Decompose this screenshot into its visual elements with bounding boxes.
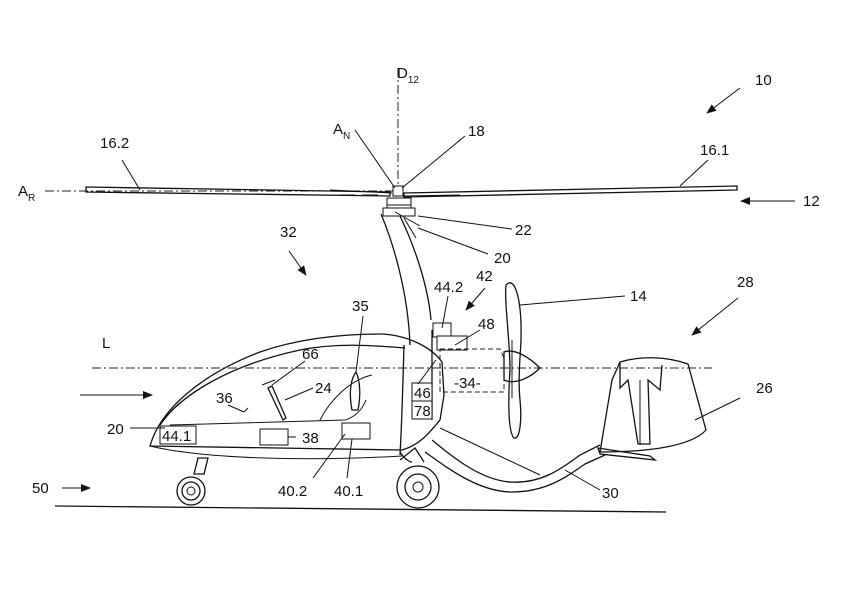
arrow-32 <box>289 251 306 275</box>
label-42: 42 <box>476 268 493 285</box>
rotor-mast <box>381 214 431 345</box>
label-40-1: 40.1 <box>334 483 363 500</box>
box-38 <box>260 429 288 445</box>
label-an: AN <box>333 121 350 142</box>
label-44-2: 44.2 <box>434 279 463 296</box>
control-stick <box>262 380 286 420</box>
label-20-nose: 20 <box>107 421 124 438</box>
label-18: 18 <box>468 123 485 140</box>
label-35: 35 <box>352 298 369 315</box>
label-28: 28 <box>737 274 754 291</box>
label-66: 66 <box>302 346 319 363</box>
label-ar: AR <box>18 183 35 204</box>
label-40-2: 40.2 <box>278 483 307 500</box>
label-10: 10 <box>755 72 772 89</box>
box-40 <box>342 423 370 439</box>
label-50: 50 <box>32 480 49 497</box>
label-46: 46 <box>414 385 431 402</box>
label-34: -34- <box>454 375 481 392</box>
label-20-mast: 20 <box>494 250 511 267</box>
leader-lines <box>122 130 740 490</box>
label-12: 12 <box>803 193 820 210</box>
label-l: L <box>102 335 110 352</box>
label-36: 36 <box>216 390 233 407</box>
tail-unit <box>598 358 706 460</box>
nose-wheel <box>177 458 208 505</box>
label-24: 24 <box>315 380 332 397</box>
label-32: 32 <box>280 224 297 241</box>
label-d12: D12 <box>397 65 419 86</box>
arrow-28 <box>692 298 738 335</box>
label-26: 26 <box>756 380 773 397</box>
label-22: 22 <box>515 222 532 239</box>
rotor-blade-16-1 <box>404 186 737 197</box>
label-14: 14 <box>630 288 647 305</box>
label-38: 38 <box>302 430 319 447</box>
arrow-42 <box>466 288 485 310</box>
propeller <box>504 283 540 438</box>
label-48: 48 <box>478 316 495 333</box>
label-78: 78 <box>414 403 431 420</box>
label-16-1: 16.1 <box>700 142 729 159</box>
label-44-1: 44.1 <box>162 428 191 445</box>
label-30: 30 <box>602 485 619 502</box>
label-16-2: 16.2 <box>100 135 129 152</box>
arrow-10 <box>707 88 740 113</box>
ground-line <box>55 506 666 512</box>
